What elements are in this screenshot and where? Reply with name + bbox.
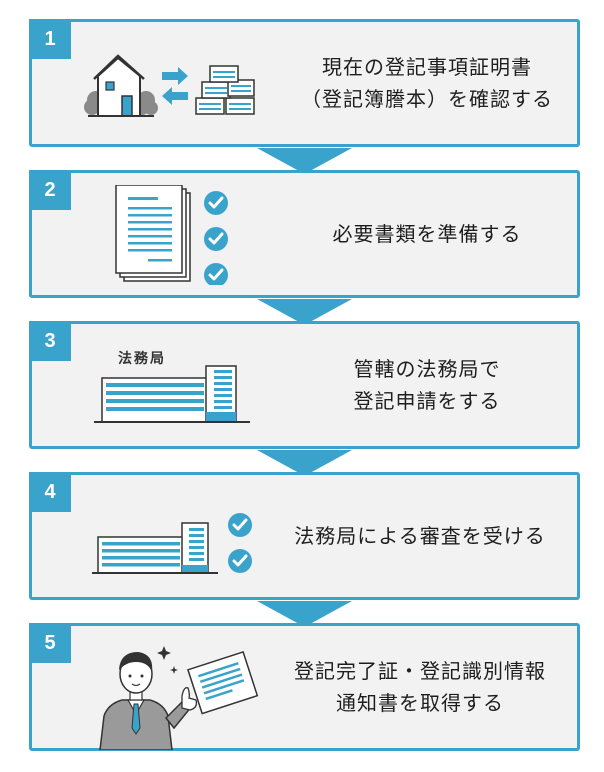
step-text-line: 現在の登記事項証明書 [322, 51, 532, 83]
step-4-text: 法務局による審査を受ける [268, 475, 572, 597]
checklist-document-icon [114, 185, 194, 285]
step-number: 5 [29, 623, 71, 663]
step-number: 4 [29, 472, 71, 512]
step-text-line: 登記申請をする [354, 385, 501, 417]
step-text-line: 法務局による審査を受ける [294, 520, 545, 552]
step-number: 1 [29, 19, 71, 59]
step-5-box: 5 登記完了証・登記識別情報 通知書を取得する [29, 623, 580, 751]
house-icon [84, 52, 159, 120]
step-1-box: 1 現在の登記事項証明書 （登記簿謄本）を確認する [29, 19, 580, 147]
check-circle-icon [226, 511, 254, 575]
step-3-box: 3 法務局 管轄の法務局で 登記申請をする [29, 321, 580, 449]
step-1-text: 現在の登記事項証明書 （登記簿謄本）を確認する [282, 22, 572, 144]
exchange-arrows-icon [160, 66, 190, 106]
step-number: 2 [29, 170, 71, 210]
government-building-icon [90, 519, 220, 577]
step-3-text: 管轄の法務局で 登記申請をする [282, 324, 572, 446]
government-building-icon [92, 364, 252, 426]
step-2-text: 必要書類を準備する [282, 173, 572, 295]
step-2-box: 2 必要書類を準備する [29, 170, 580, 298]
step-text-line: 必要書類を準備する [333, 218, 522, 250]
step-number: 3 [29, 321, 71, 361]
step-text-line: 登記完了証・登記識別情報 [294, 655, 546, 687]
step-4-box: 4 法務局による審査を受ける [29, 472, 580, 600]
documents-stack-icon [192, 60, 258, 116]
step-text-line: （登記簿謄本）を確認する [301, 83, 553, 115]
check-circle-icon [202, 189, 230, 285]
businessman-with-certificate-icon [92, 638, 262, 750]
step-5-text: 登記完了証・登記識別情報 通知書を取得する [268, 626, 572, 748]
step-text-line: 通知書を取得する [336, 687, 504, 719]
step-text-line: 管轄の法務局で [354, 353, 501, 385]
